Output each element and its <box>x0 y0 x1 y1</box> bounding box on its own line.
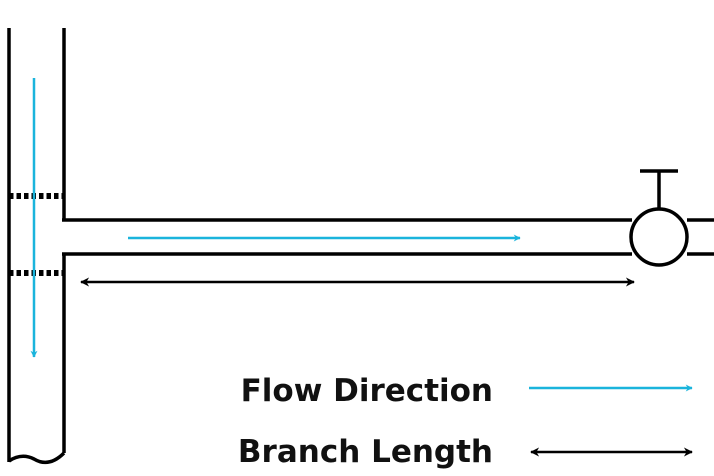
pipe-break-line <box>8 451 66 465</box>
valve-icon <box>629 169 689 267</box>
branch-pipe <box>62 218 714 256</box>
legend-branch-length-label: Branch Length <box>238 434 493 470</box>
main-vertical-pipe <box>7 28 66 465</box>
legend-flow-direction-label: Flow Direction <box>241 373 493 409</box>
legend: Flow Direction Branch Length <box>238 373 693 470</box>
